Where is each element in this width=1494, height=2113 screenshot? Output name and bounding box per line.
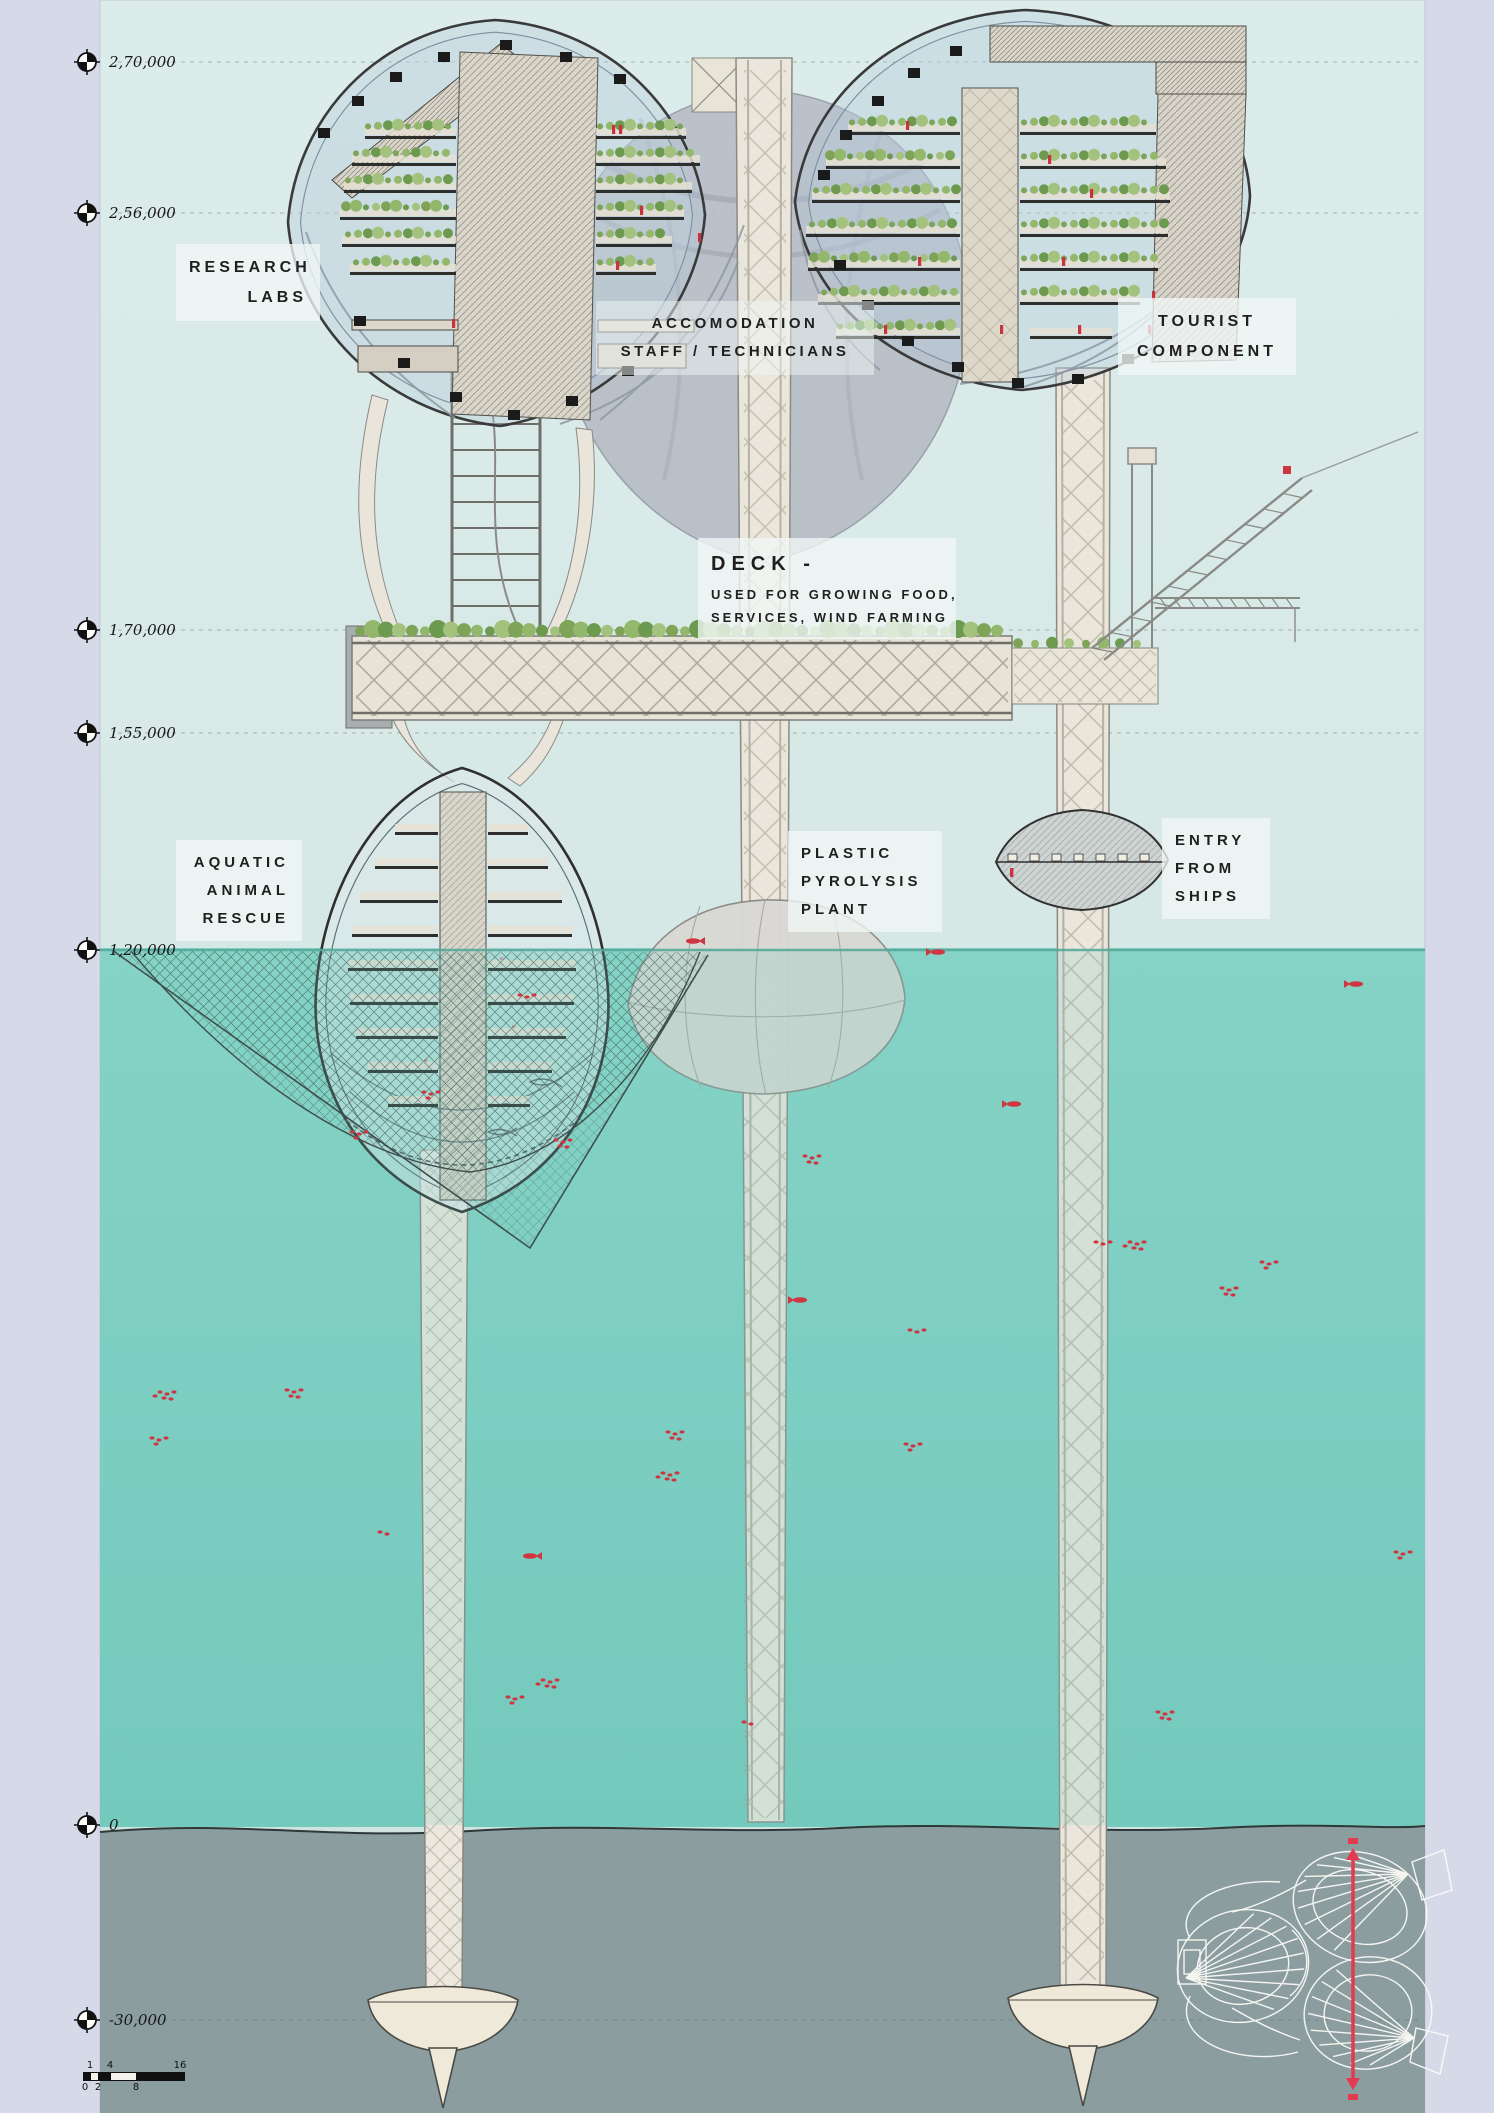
label-line: RESEARCH (189, 259, 311, 276)
label-line: FROM (1175, 859, 1236, 877)
label-line: AQUATIC (193, 854, 289, 871)
scale-bar-bottom-labels: 0 2 8 (81, 2082, 185, 2094)
fish-schools (149, 993, 1413, 1726)
section-cut-line (1346, 1838, 1360, 2100)
label-accommodation: ACCOMODATION STAFF / TECHNICIANS (596, 301, 874, 375)
right-foundation (1007, 1983, 1159, 2107)
label-line: LABS (247, 288, 307, 306)
left-foundation (367, 1985, 519, 2109)
level-symbol-icon (74, 617, 100, 643)
label-line: PLANT (801, 900, 871, 918)
level-symbol-icon (74, 49, 100, 75)
elevation-marker: 1,55,000 (74, 720, 176, 746)
label-entry-from-ships: ENTRY FROM SHIPS (1162, 818, 1270, 920)
elevation-value: 0 (109, 1816, 119, 1834)
level-symbol-icon (74, 1812, 100, 1838)
scale-bar: 1 4 16 0 2 8 (81, 2060, 187, 2094)
label-research-labs: RESEARCH LABS (176, 244, 320, 322)
scale-label: 16 (173, 2060, 187, 2071)
scale-bar-segments (83, 2072, 185, 2081)
label-title: DECK - (711, 553, 816, 575)
scale-label: 2 (94, 2082, 102, 2093)
elevation-marker: -30,000 (74, 2007, 167, 2033)
label-line: PLASTIC (801, 845, 894, 862)
fish (523, 937, 1363, 1560)
elevation-value: -30,000 (109, 2011, 167, 2029)
elevation-marker: 1,20,000 (74, 937, 176, 963)
left-tower-underwater-truss (419, 1149, 469, 1993)
label-plastic-pyrolysis-plant: PLASTIC PYROLYSIS PLANT (788, 831, 942, 933)
level-symbol-icon (74, 720, 100, 746)
label-line: RESCUE (202, 909, 289, 927)
label-line: STAFF / TECHNICIANS (620, 342, 850, 360)
scale-label: 4 (106, 2060, 114, 2071)
level-symbol-icon (74, 2007, 100, 2033)
label-line: SERVICES, WIND FARMING (711, 609, 948, 625)
elevation-value: 2,56,000 (109, 204, 176, 222)
elevation-marker: 1,70,000 (74, 617, 176, 643)
elevation-value: 1,20,000 (109, 941, 176, 959)
label-line: ACCOMODATION (651, 315, 819, 332)
elevation-value: 1,55,000 (109, 724, 176, 742)
entry-pod (994, 808, 1170, 912)
label-line: COMPONENT (1137, 342, 1277, 360)
elevation-marker: 0 (74, 1812, 119, 1838)
scale-label: 8 (132, 2082, 140, 2093)
label-aquatic-animal-rescue: AQUATIC ANIMAL RESCUE (176, 840, 302, 942)
level-symbol-icon (74, 937, 100, 963)
left-tower-legs (358, 345, 595, 787)
research-labs-pod (286, 18, 745, 428)
label-tourist-component: TOURIST COMPONENT (1118, 298, 1296, 376)
pod-vegetation (809, 114, 1169, 331)
label-line: PYROLYSIS (801, 872, 922, 890)
label-line: ANIMAL (206, 881, 289, 899)
tourist-pod (793, 8, 1252, 392)
label-line: ENTRY (1175, 832, 1246, 849)
scale-label: 0 (81, 2082, 89, 2093)
level-symbol-icon (74, 200, 100, 226)
elevation-marker: 2,56,000 (74, 200, 176, 226)
scale-label: 1 (86, 2060, 94, 2071)
label-line: TOURIST (1158, 313, 1256, 330)
elevation-marker: 2,70,000 (74, 49, 176, 75)
crane (1091, 431, 1419, 661)
label-line: USED FOR GROWING FOOD, (711, 587, 958, 602)
human-figures (424, 121, 1156, 1068)
label-deck: DECK - USED FOR GROWING FOOD, SERVICES, … (698, 538, 956, 639)
scale-bar-top-labels: 1 4 16 (83, 2060, 187, 2072)
rescue-nets (111, 949, 709, 1250)
label-line: SHIPS (1175, 887, 1241, 905)
pyrolysis-plant (627, 899, 906, 1095)
elevation-value: 2,70,000 (109, 53, 176, 71)
elevation-value: 1,70,000 (109, 621, 176, 639)
